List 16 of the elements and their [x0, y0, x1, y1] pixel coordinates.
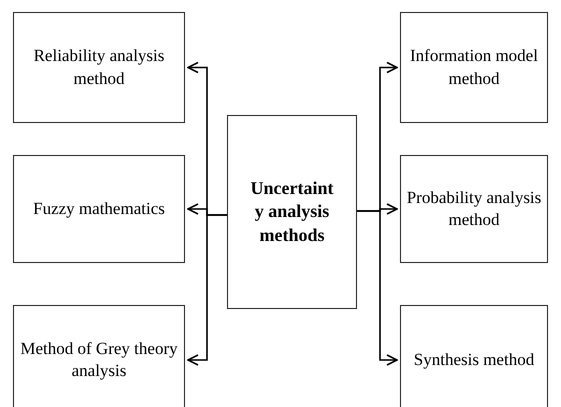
method-box: [400, 305, 548, 407]
method-box: [400, 12, 548, 123]
method-label: Synthesis method: [414, 348, 534, 371]
method-box: [13, 305, 185, 407]
central-box: [227, 115, 357, 309]
method-label: Reliability analysis method: [32, 45, 166, 90]
method-box: [400, 155, 548, 263]
method-label: Method of Grey theory analysis: [19, 338, 179, 382]
arrow: [357, 210, 398, 366]
method-box: [13, 155, 185, 263]
method-label: Probability analysis method: [406, 186, 542, 231]
method-box: [13, 12, 185, 123]
arrow: [187, 214, 227, 366]
method-label: Information model method: [409, 45, 539, 90]
central-label: Uncertainty analysis methods: [250, 176, 334, 247]
method-label: Fuzzy mathematics: [33, 198, 165, 220]
